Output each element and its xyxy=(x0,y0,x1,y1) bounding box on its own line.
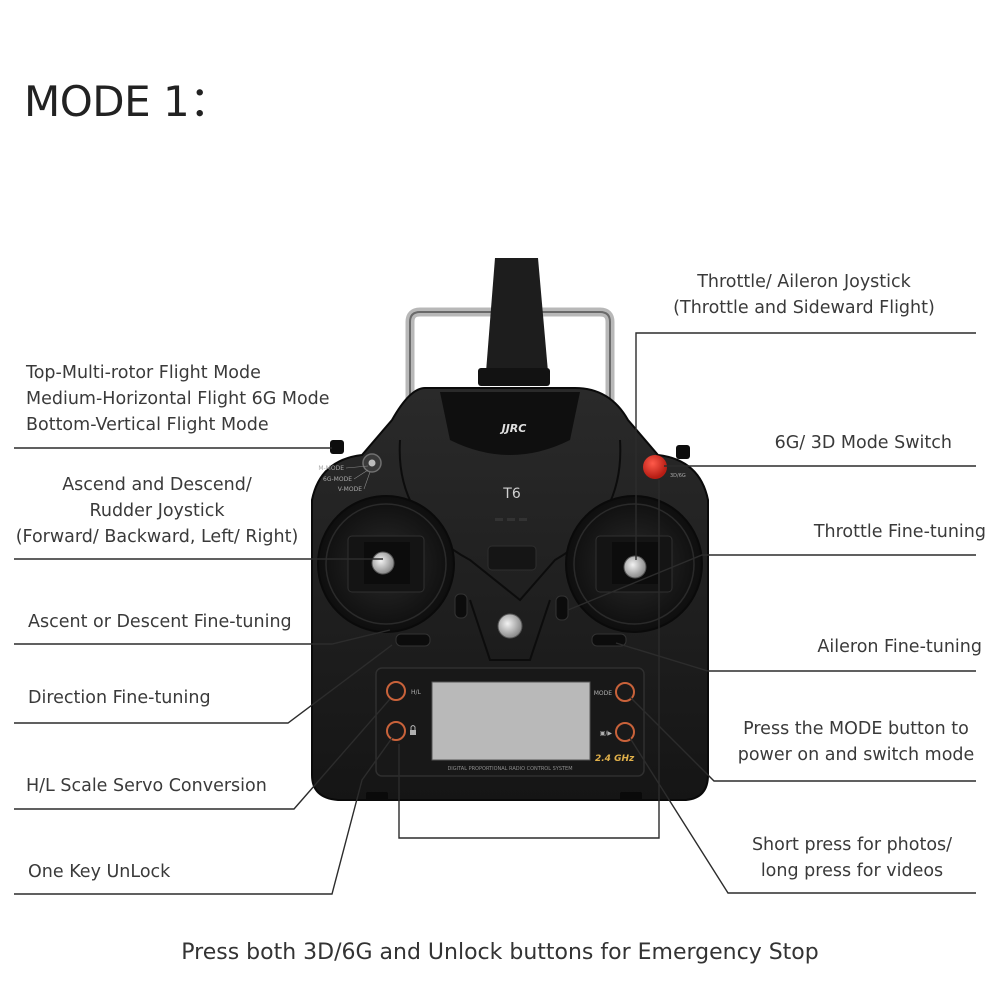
leader-throttle-joystick xyxy=(635,332,976,560)
label-photo-button-line: long press for videos xyxy=(760,861,944,881)
leader-unlock xyxy=(14,737,393,895)
label-photo-button-line: Short press for photos/ xyxy=(751,835,953,855)
leader-emergency-bracket xyxy=(398,480,660,839)
mode-button-label: MODE xyxy=(594,690,613,697)
label-mode-button-line: Press the MODE button to xyxy=(743,719,969,739)
flight-mode-switch[interactable] xyxy=(362,453,382,473)
model-label: T6 xyxy=(502,486,521,502)
label-rudder-joystick: Ascend and Descend/ Rudder Joystick (For… xyxy=(14,472,300,550)
label-mode-button-line: power on and switch mode xyxy=(737,745,975,765)
label-aileron-trim: Aileron Fine-tuning xyxy=(817,637,982,657)
page-title: MODE 1： xyxy=(24,77,231,126)
label-direction-trim: Direction Fine-tuning xyxy=(28,688,211,708)
throttle-trim-switch[interactable] xyxy=(555,595,569,621)
label-throttle-line: Throttle/ Aileron Joystick xyxy=(697,272,911,292)
leader-throttle-trim xyxy=(567,554,976,611)
leader-direction-trim xyxy=(14,644,393,724)
label-unlock: One Key UnLock xyxy=(28,862,171,882)
left-joystick[interactable] xyxy=(371,551,395,575)
leader-ascent-trim xyxy=(14,629,391,645)
ascent-trim-switch[interactable] xyxy=(454,593,468,619)
switch-pos-6g: 6G-MODE xyxy=(323,476,352,483)
left-gimbal xyxy=(317,495,455,633)
freq-badge: 2.4 GHz xyxy=(595,754,635,764)
leader-aileron-trim xyxy=(615,642,976,672)
label-throttle-joystick: Throttle/ Aileron Joystick (Throttle and… xyxy=(664,269,944,321)
leader-photo-button xyxy=(629,737,976,894)
leader-hl-servo xyxy=(14,698,391,810)
photo-video-button[interactable] xyxy=(615,722,635,742)
label-flight-mode: Top-Multi-rotor Flight Mode Medium-Horiz… xyxy=(26,360,330,438)
hl-button-label: H/L xyxy=(411,689,422,696)
switch-pos-v: V-MODE xyxy=(338,486,362,493)
label-flight-mode-line: Top-Multi-rotor Flight Mode xyxy=(26,363,261,383)
switch-pos-m: M-MODE xyxy=(318,465,344,472)
emergency-stop-note: Press both 3D/6G and Unlock buttons for … xyxy=(181,940,819,965)
right-gimbal xyxy=(565,495,703,633)
photo-button-label: ▣/▶ xyxy=(600,730,613,737)
mode-3d6g-button[interactable] xyxy=(643,455,667,479)
unlock-button[interactable] xyxy=(386,721,406,741)
label-throttle-trim: Throttle Fine-tuning xyxy=(813,522,986,542)
right-joystick[interactable] xyxy=(623,555,647,579)
label-rudder-line: Ascend and Descend/ xyxy=(62,475,252,495)
label-rudder-line: Rudder Joystick xyxy=(89,501,225,521)
leader-mode-button xyxy=(629,696,976,782)
center-slot xyxy=(487,545,537,571)
brand-logo: JJRC xyxy=(500,422,527,435)
hl-button[interactable] xyxy=(386,681,406,701)
label-ascent-trim: Ascent or Descent Fine-tuning xyxy=(28,612,292,632)
label-rudder-line: (Forward/ Backward, Left/ Right) xyxy=(15,527,299,547)
lock-icon xyxy=(410,725,416,735)
lcd-screen xyxy=(431,681,591,761)
label-mode-button: Press the MODE button to power on and sw… xyxy=(724,716,988,768)
antenna xyxy=(486,258,548,372)
label-photo-button: Short press for photos/ long press for v… xyxy=(720,832,984,884)
label-mode-switch: 6G/ 3D Mode Switch xyxy=(774,433,952,453)
label-flight-mode-line: Bottom-Vertical Flight Mode xyxy=(26,415,269,435)
direction-trim-switch[interactable] xyxy=(395,633,431,647)
center-metal-button[interactable] xyxy=(497,613,523,639)
mode-button[interactable] xyxy=(615,682,635,702)
label-hl-servo: H/L Scale Servo Conversion xyxy=(26,776,267,796)
label-flight-mode-line: Medium-Horizontal Flight 6G Mode xyxy=(26,389,330,409)
switch-3d6g-label: 3D/6G xyxy=(670,473,686,479)
screen-footer: DIGITAL PROPORTIONAL RADIO CONTROL SYSTE… xyxy=(447,766,572,772)
label-throttle-line: (Throttle and Sideward Flight) xyxy=(673,298,935,318)
